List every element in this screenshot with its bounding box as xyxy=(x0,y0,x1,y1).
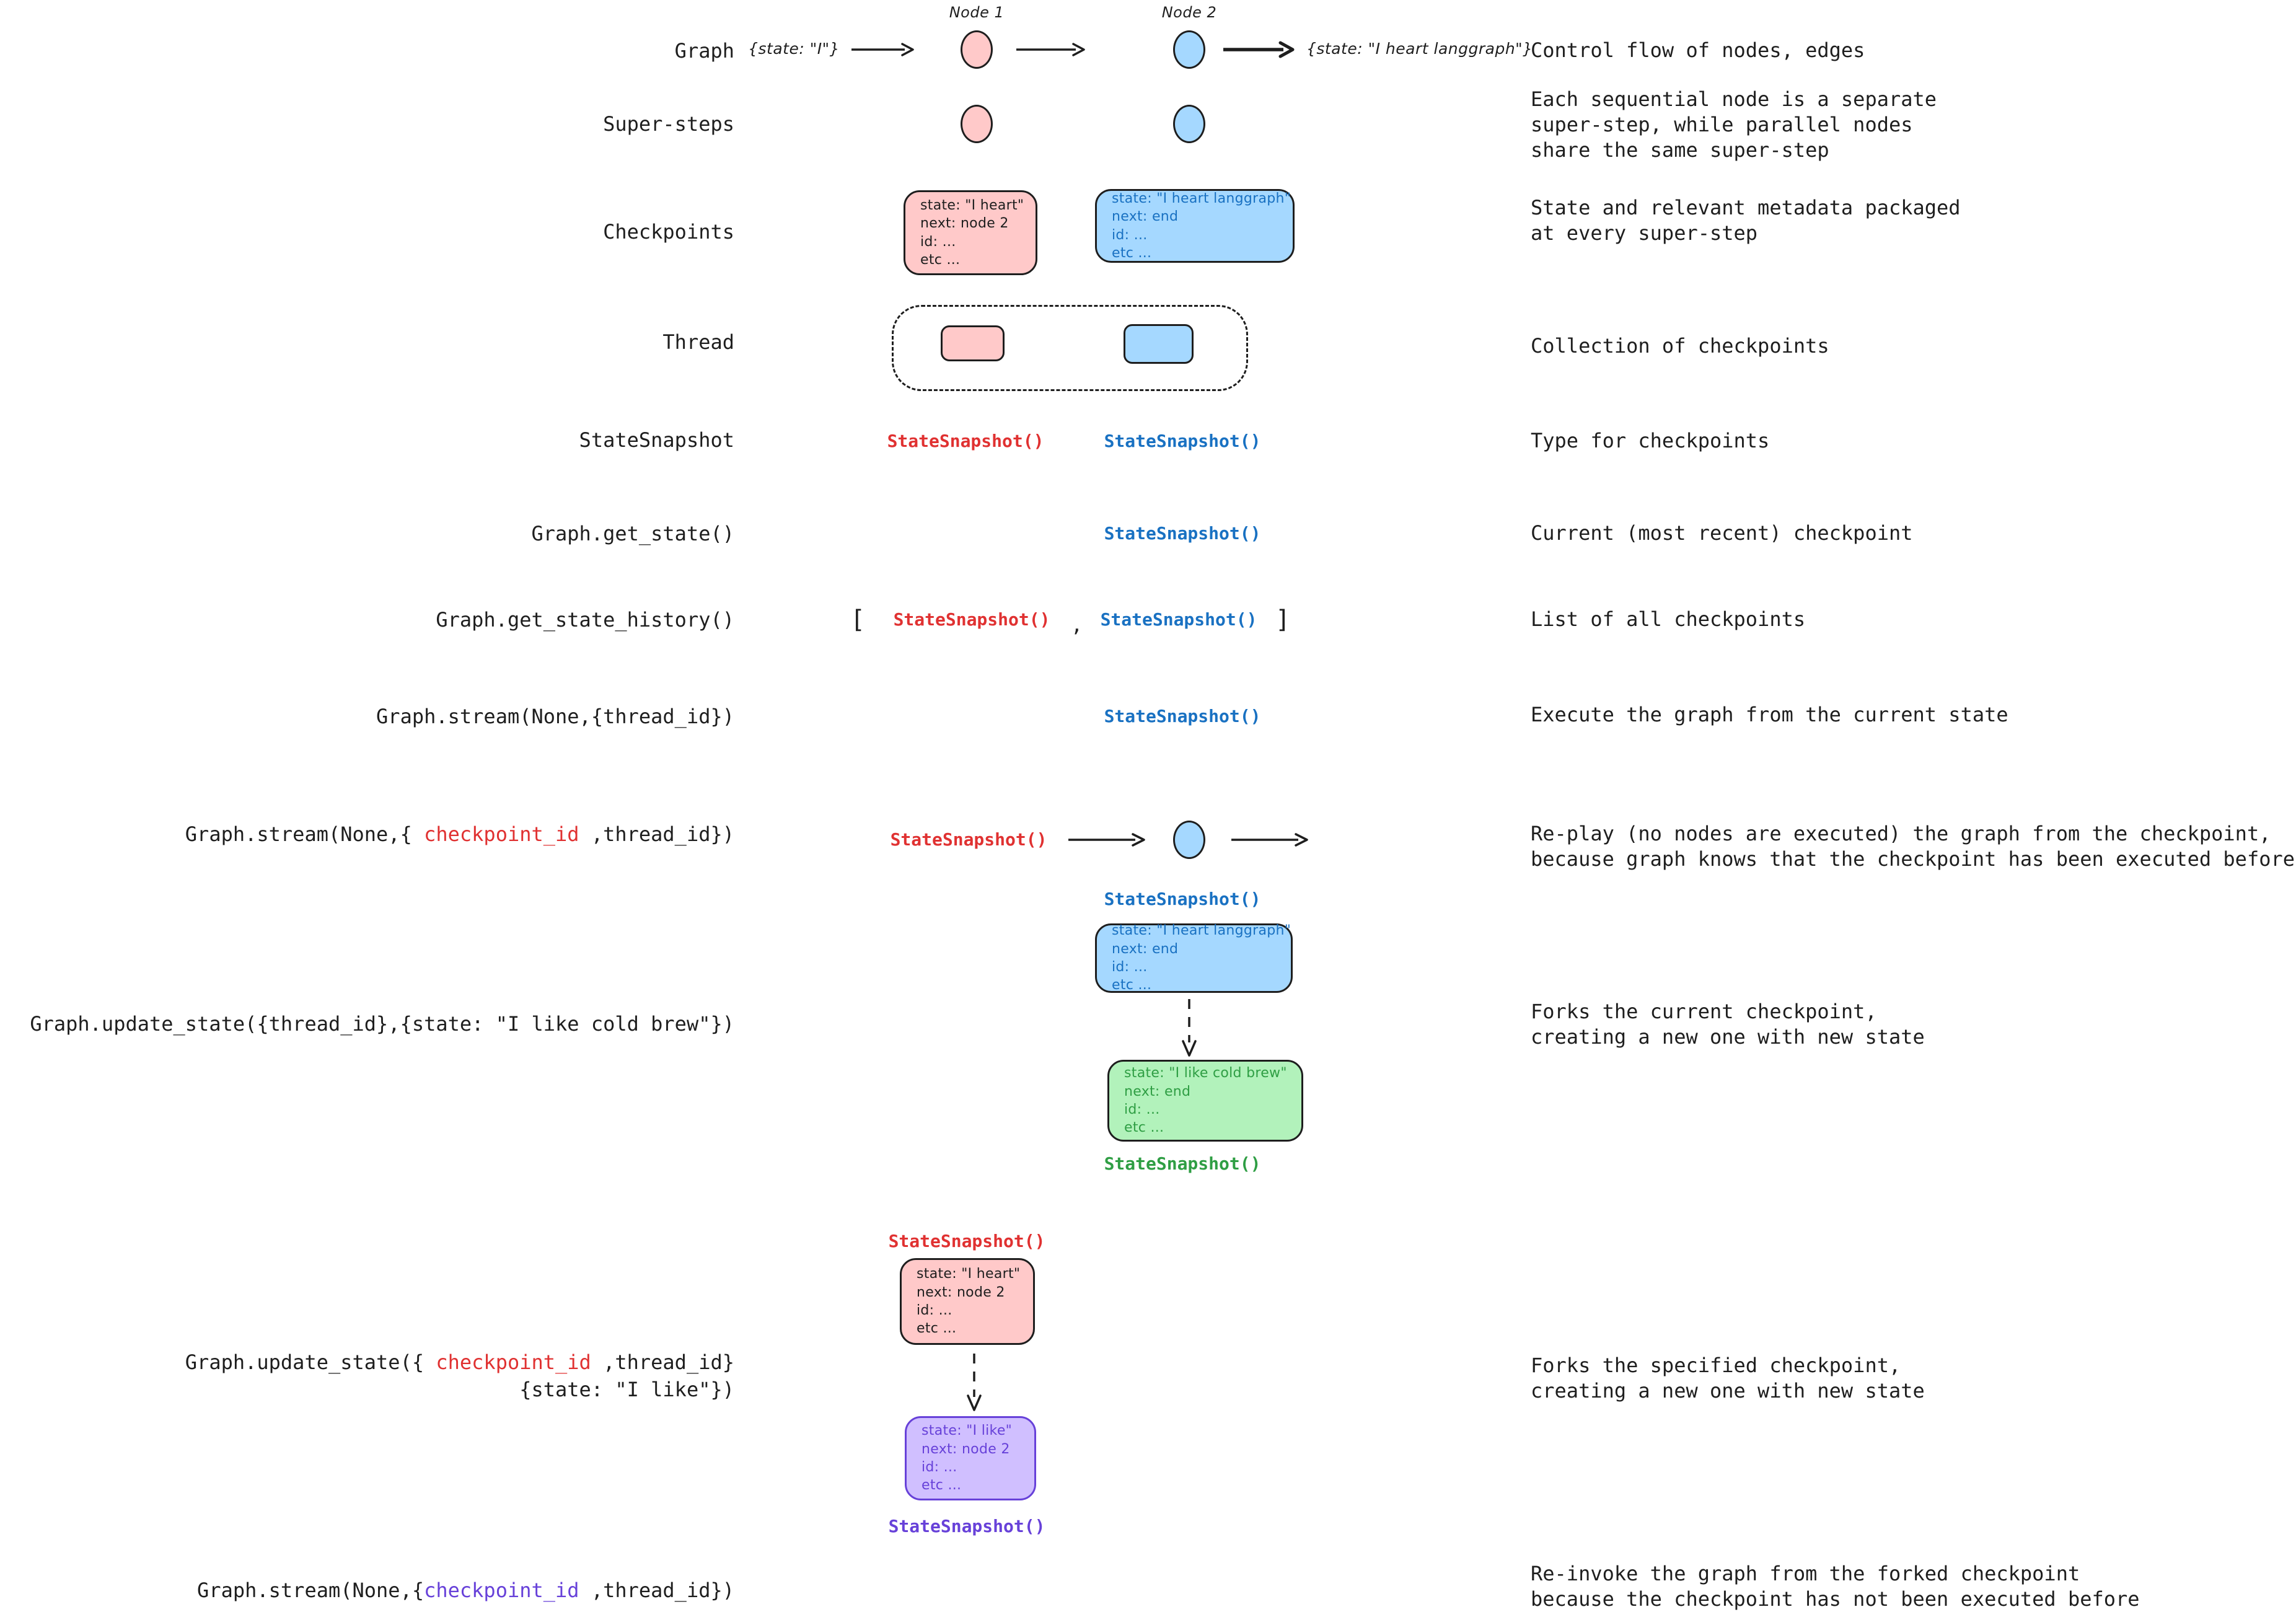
arrow-right-icon xyxy=(1016,43,1085,56)
arrow-down-dashed-icon xyxy=(967,1354,982,1411)
checkpoint-card-blue: state: "I heart langgraph" next: end id:… xyxy=(1095,189,1295,263)
graph-output-state: {state: "I heart langgraph"} xyxy=(1306,40,1533,58)
label-stream-thread: Graph.stream(None,{thread_id}) xyxy=(376,705,734,728)
arrow-right-icon xyxy=(1231,833,1308,847)
label-segment: ,thread_id}) xyxy=(579,822,734,846)
card-line: state: "I heart langgraph" xyxy=(1112,923,1291,939)
statesnapshot-blue: StateSnapshot() xyxy=(1104,431,1261,451)
label-segment: Graph.stream(None,{ xyxy=(185,822,424,846)
desc-update-state-thread: Forks the current checkpoint, creating a… xyxy=(1531,1000,1925,1049)
label-segment: Graph.update_state({ xyxy=(185,1350,436,1374)
card-line: state: "I heart" xyxy=(920,197,1024,213)
card-line: next: end xyxy=(1112,209,1179,225)
label-update-state-thread: Graph.update_state({thread_id},{state: "… xyxy=(30,1012,734,1036)
desc-stream-forked: Re-invoke the graph from the forked chec… xyxy=(1531,1562,2140,1611)
card-line: id: ... xyxy=(917,1303,952,1318)
label-stream-checkpoint: Graph.stream(None,{ checkpoint_id ,threa… xyxy=(0,821,734,848)
label-segment: ,thread_id}) xyxy=(579,1579,734,1602)
label-get-state: Graph.get_state() xyxy=(531,522,734,545)
desc-statesnapshot: Type for checkpoints xyxy=(1531,429,1770,452)
node2-label: Node 2 xyxy=(1161,4,1217,21)
node2-circle xyxy=(1173,30,1205,69)
history-snapshot-red: StateSnapshot() xyxy=(893,609,1050,630)
thread-container xyxy=(892,305,1248,391)
desc-update-state-checkpoint: Forks the specified checkpoint, creating… xyxy=(1531,1354,1925,1403)
desc-get-state: Current (most recent) checkpoint xyxy=(1531,521,1913,545)
label-update-state-checkpoint: Graph.update_state({ checkpoint_id ,thre… xyxy=(0,1349,734,1403)
card-line: etc ... xyxy=(921,1478,962,1494)
arrow-right-bold-icon xyxy=(1223,41,1295,58)
replay-node2-circle xyxy=(1173,821,1205,859)
label-checkpoints: Checkpoints xyxy=(603,220,734,244)
card-line: state: "I like" xyxy=(921,1423,1013,1439)
label-thread: Thread xyxy=(662,330,734,354)
thread-checkpoint-pink xyxy=(941,325,1005,361)
desc-checkpoints: State and relevant metadata packaged at … xyxy=(1531,196,1961,245)
desc-thread: Collection of checkpoints xyxy=(1531,334,1829,358)
desc-get-state-history: List of all checkpoints xyxy=(1531,607,1806,631)
card-line: id: ... xyxy=(1112,959,1148,975)
checkpoint-id-highlight: checkpoint_id xyxy=(424,822,579,846)
card-line: state: "I heart langgraph" xyxy=(1112,190,1291,206)
card-line: next: end xyxy=(1124,1083,1191,1099)
fork-source-card-blue: state: "I heart langgraph" next: end id:… xyxy=(1095,923,1293,993)
desc-graph: Control flow of nodes, edges xyxy=(1531,38,1865,62)
label-line-2: {state: "I like"}) xyxy=(519,1378,734,1401)
card-line: etc ... xyxy=(920,252,961,268)
label-get-state-history: Graph.get_state_history() xyxy=(436,608,734,632)
fork-card-green: state: "I like cold brew" next: end id: … xyxy=(1107,1060,1303,1142)
history-snapshot-blue: StateSnapshot() xyxy=(1100,609,1257,630)
card-line: state: "I heart" xyxy=(917,1266,1021,1282)
bracket-close: ] xyxy=(1275,606,1291,634)
label-line-1: Graph.update_state({ checkpoint_id ,thre… xyxy=(0,1349,734,1376)
label-segment: ,thread_id} xyxy=(591,1350,734,1374)
arrow-right-icon xyxy=(851,43,914,56)
stream-thread-snapshot: StateSnapshot() xyxy=(1104,706,1261,726)
card-line: state: "I like cold brew" xyxy=(1124,1065,1287,1081)
checkpoint-id-highlight: checkpoint_id xyxy=(424,1579,579,1602)
card-line: id: ... xyxy=(1112,227,1148,243)
desc-supersteps: Each sequential node is a separate super… xyxy=(1531,87,1937,162)
card-line: id: ... xyxy=(1124,1102,1160,1117)
node1-label: Node 1 xyxy=(949,4,1005,21)
checkpoint-card-pink: state: "I heart" next: node 2 id: ... et… xyxy=(904,190,1037,275)
card-line: etc ... xyxy=(1112,977,1152,993)
arrow-down-dashed-icon xyxy=(1182,999,1197,1057)
superstep-node2-circle xyxy=(1173,105,1205,143)
card-line: next: end xyxy=(1112,941,1179,957)
graph-input-state: {state: "I"} xyxy=(748,40,840,58)
statesnapshot-red: StateSnapshot() xyxy=(887,431,1044,451)
label-stream-forked: Graph.stream(None,{checkpoint_id ,thread… xyxy=(0,1577,734,1604)
card-line: id: ... xyxy=(920,234,956,250)
get-state-snapshot: StateSnapshot() xyxy=(1104,523,1261,544)
card-line: etc ... xyxy=(1112,245,1152,261)
card-line: next: node 2 xyxy=(917,1284,1005,1300)
fork-snapshot-purple: StateSnapshot() xyxy=(888,1516,1045,1536)
comma: , xyxy=(1071,613,1083,636)
label-supersteps: Super-steps xyxy=(603,112,734,136)
desc-stream-checkpoint: Re-play (no nodes are executed) the grap… xyxy=(1531,822,2295,871)
label-segment: Graph.stream(None,{ xyxy=(197,1579,424,1602)
card-line: next: node 2 xyxy=(921,1441,1010,1457)
card-line: etc ... xyxy=(917,1321,957,1337)
bracket-open: [ xyxy=(850,606,866,634)
label-statesnapshot: StateSnapshot xyxy=(579,428,734,452)
checkpoint-id-highlight: checkpoint_id xyxy=(436,1350,591,1374)
fork-source-snapshot-red: StateSnapshot() xyxy=(888,1231,1045,1251)
arrow-right-icon xyxy=(1068,833,1145,847)
fork-snapshot-green: StateSnapshot() xyxy=(1104,1153,1261,1174)
fork-card-purple: state: "I like" next: node 2 id: ... etc… xyxy=(905,1416,1036,1500)
fork-source-snapshot-blue: StateSnapshot() xyxy=(1104,889,1261,909)
label-graph: Graph xyxy=(674,39,734,63)
thread-checkpoint-blue xyxy=(1124,324,1194,364)
desc-stream-thread: Execute the graph from the current state xyxy=(1531,703,2008,726)
node1-circle xyxy=(961,30,993,69)
superstep-node1-circle xyxy=(961,105,993,143)
replay-snapshot-red: StateSnapshot() xyxy=(890,829,1047,850)
card-line: etc ... xyxy=(1124,1120,1164,1136)
card-line: next: node 2 xyxy=(920,216,1009,232)
fork-source-card-pink: state: "I heart" next: node 2 id: ... et… xyxy=(900,1258,1035,1345)
card-line: id: ... xyxy=(921,1460,957,1475)
